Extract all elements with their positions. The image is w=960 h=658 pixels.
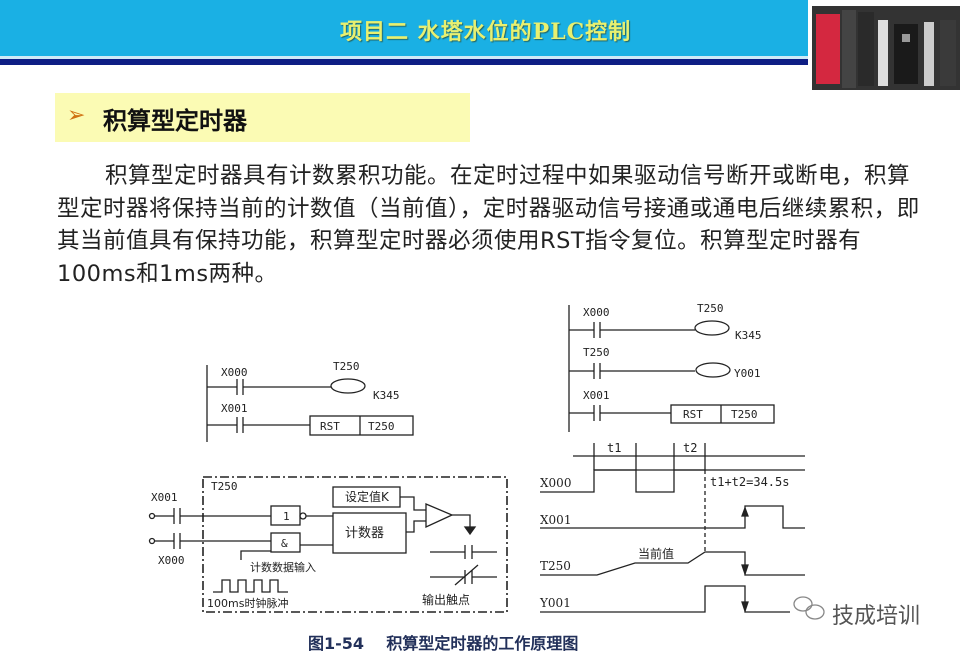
contact-label: X000 xyxy=(221,366,248,379)
timing-diagram: t1 t2 t1+t2=34.5s X000 X001 T250 Y001 当前… xyxy=(539,441,805,614)
section-heading: ➢ 积算型定时器 xyxy=(55,93,470,142)
figure-caption: 图1-54 积算型定时器的工作原理图 xyxy=(308,634,579,653)
timer-block-diagram: T250 X001 X000 1 & 设定值K 计数器 计数数据输入 100ms… xyxy=(148,476,508,613)
left-ladder-diagram: X000 T250 K345 X001 RST T250 xyxy=(206,360,414,442)
signal-label: X001 xyxy=(540,513,571,527)
header-bar: 项目二 水塔水位的PLC控制 xyxy=(0,0,808,56)
setpoint-box: 设定值K xyxy=(345,489,390,504)
current-value-label: 当前值 xyxy=(638,546,674,561)
coil-label: T250 xyxy=(697,302,724,315)
rst-target: T250 xyxy=(368,420,395,433)
input-label: X000 xyxy=(158,554,185,567)
section-title: 积算型定时器 xyxy=(103,107,247,135)
output-label: 输出触点 xyxy=(422,592,470,607)
and-gate: & xyxy=(281,537,288,550)
t2-label: t2 xyxy=(683,441,697,455)
input-label: X001 xyxy=(151,491,178,504)
rst-target: T250 xyxy=(731,408,758,421)
divider xyxy=(0,56,808,59)
count-input-label: 计数数据输入 xyxy=(250,560,316,574)
rst-instruction: RST xyxy=(683,408,703,421)
not-gate: 1 xyxy=(283,510,290,523)
contact-label: X001 xyxy=(583,389,610,402)
preset-label: K345 xyxy=(735,329,762,342)
total-time-label: t1+t2=34.5s xyxy=(710,475,789,489)
plc-image xyxy=(812,6,960,90)
right-ladder-diagram: X000 T250 K345 T250 Y001 X001 RST T250 xyxy=(568,302,775,432)
body-paragraph: 积算型定时器具有计数累积功能。在定时过程中如果驱动信号断开或断电，积算型定时器将… xyxy=(57,163,920,287)
divider xyxy=(0,59,808,65)
slide-title: 项目二 水塔水位的PLC控制 xyxy=(340,19,632,45)
coil-label: T250 xyxy=(333,360,360,373)
clock-label: 100ms时钟脉冲 xyxy=(207,596,288,610)
t1-label: t1 xyxy=(607,441,621,455)
contact-label: T250 xyxy=(583,346,610,359)
signal-label: Y001 xyxy=(539,596,571,610)
wechat-icon xyxy=(793,596,825,620)
counter-box: 计数器 xyxy=(345,526,384,541)
block-timer-label: T250 xyxy=(211,480,238,493)
watermark: 技成培训 xyxy=(832,604,921,629)
signal-label: X000 xyxy=(540,476,571,490)
preset-label: K345 xyxy=(373,389,400,402)
coil-label: Y001 xyxy=(734,367,761,380)
contact-label: X001 xyxy=(221,402,248,415)
rst-instruction: RST xyxy=(320,420,340,433)
contact-label: X000 xyxy=(583,306,610,319)
bullet-arrow-icon: ➢ xyxy=(67,103,86,128)
signal-label: T250 xyxy=(540,559,571,573)
